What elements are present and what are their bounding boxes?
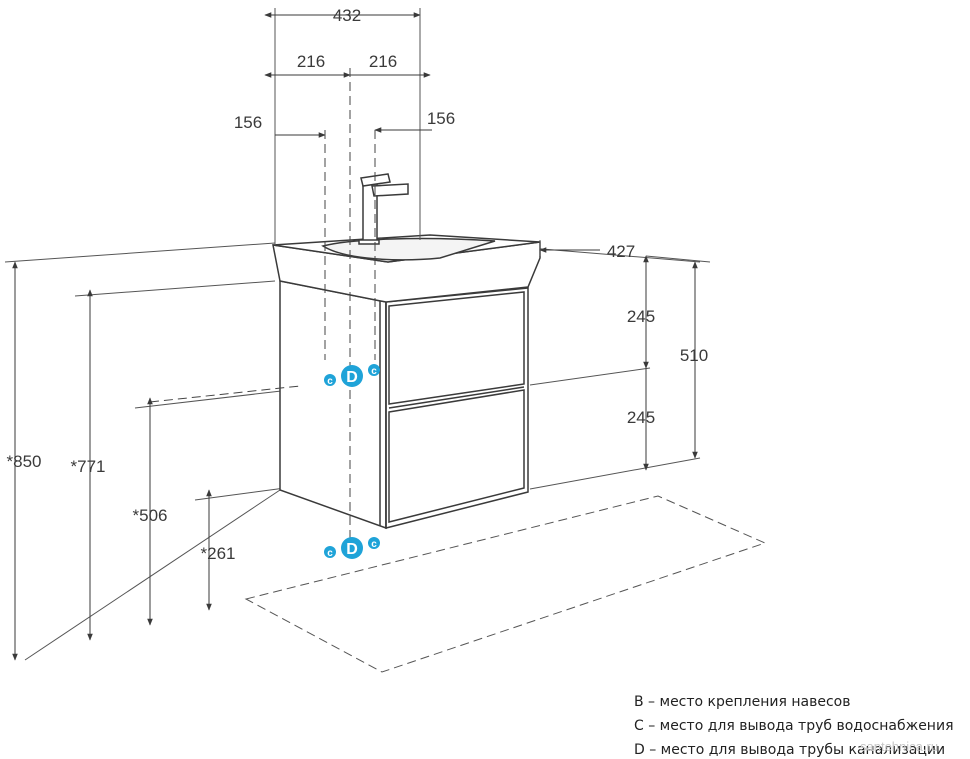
dim-upper-drawer: 245 [627, 307, 655, 326]
legend-c: C – место для вывода труб водоснабжения [634, 718, 953, 734]
water-marker-label: c [371, 539, 377, 550]
dim-top-width: 432 [333, 6, 361, 25]
dim-water-outlet-height: *506 [133, 506, 168, 525]
legend-d: D – место для вывода трубы канализации [634, 742, 945, 758]
drain-marker-label: D [346, 541, 358, 558]
dim-half-left: 216 [297, 52, 325, 71]
dim-cabinet-height: 510 [680, 346, 708, 365]
floor-footprint [244, 495, 767, 673]
dim-total-height: *850 [7, 452, 42, 471]
water-marker-label: c [327, 376, 333, 387]
water-marker-icon [324, 546, 336, 558]
cabinet-side [279, 280, 387, 530]
reference-lines [149, 68, 376, 540]
dim-hang-left: 156 [234, 113, 262, 132]
dim-half-right: 216 [369, 52, 397, 71]
water-marker-label: c [371, 366, 377, 377]
water-marker-icon [368, 537, 380, 549]
dim-hang-height: *771 [71, 457, 106, 476]
water-marker-icon [324, 374, 336, 386]
drain-marker-icon [341, 537, 363, 559]
extension-lines [274, 8, 711, 263]
faucet-icon [358, 173, 409, 245]
cabinet [279, 280, 529, 530]
dim-lower-drawer: 245 [627, 408, 655, 427]
water-marker-icon [368, 364, 380, 376]
watermark: santehnica.ru [860, 739, 938, 754]
upper-drawer [388, 291, 525, 405]
dim-depth: 427 [607, 242, 635, 261]
legend-b: B – место крепления навесов [634, 694, 850, 710]
upper-outlet-markers: D c c [324, 364, 380, 387]
lower-outlet-markers: D c c [324, 537, 380, 559]
legend: B – место крепления навесов C – место дл… [634, 694, 953, 758]
dim-hang-right: 156 [427, 109, 455, 128]
water-marker-label: c [327, 548, 333, 559]
dimension-lines [12, 12, 698, 661]
drain-marker-label: D [346, 369, 358, 386]
lower-drawer [388, 389, 525, 523]
dim-drain-height: *261 [201, 544, 236, 563]
drain-marker-icon [341, 365, 363, 387]
